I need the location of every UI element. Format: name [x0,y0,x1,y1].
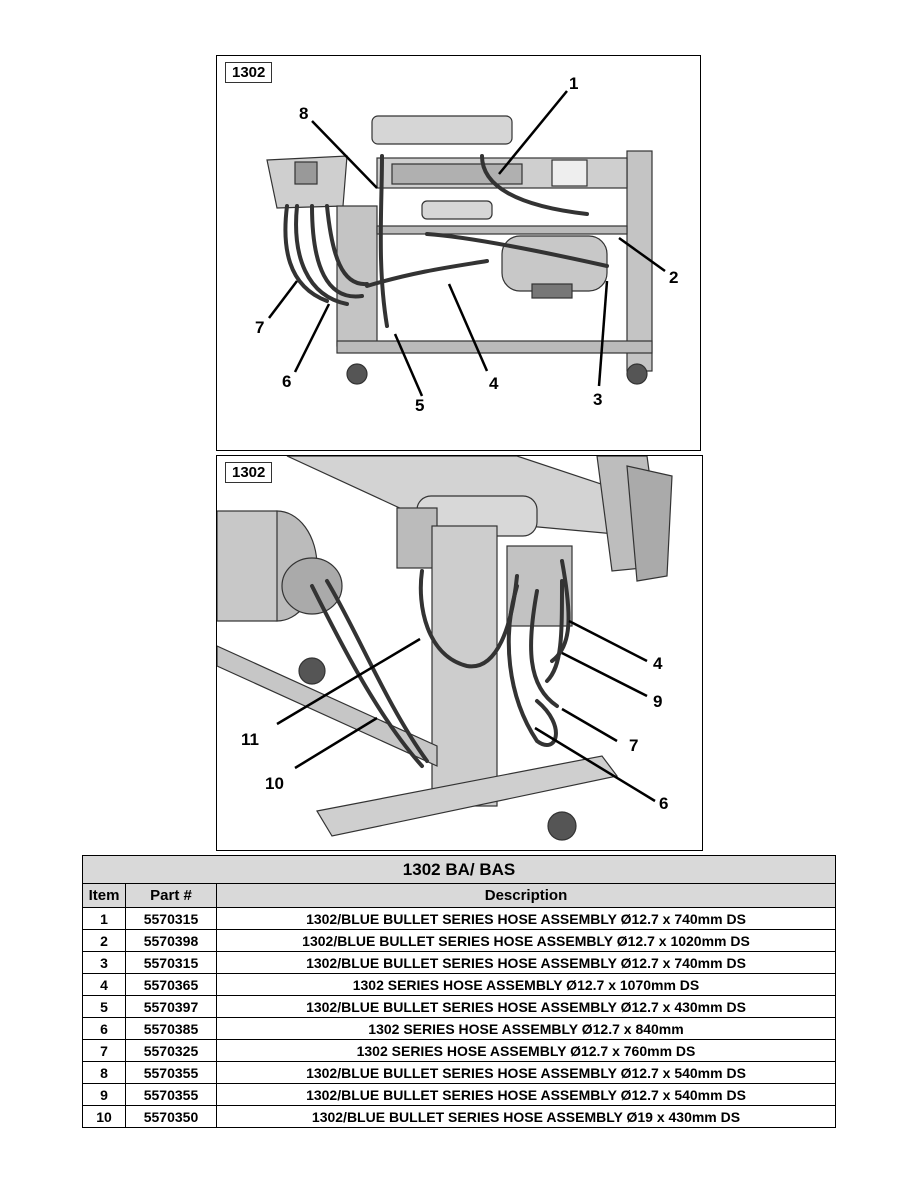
cell-part: 5570325 [125,1039,217,1062]
header-description: Description [216,883,836,908]
cell-item: 4 [82,973,126,996]
cell-description: 1302/BLUE BULLET SERIES HOSE ASSEMBLY Ø1… [216,929,836,952]
callout-7: 7 [629,736,639,755]
cell-item: 9 [82,1083,126,1106]
machine-side-illustration [217,456,673,841]
cell-description: 1302/BLUE BULLET SERIES HOSE ASSEMBLY Ø1… [216,907,836,930]
figure-top-front-view: 1302 1 2 3 4 5 6 7 8 [216,55,701,451]
callout-9: 9 [653,692,663,711]
cell-item: 8 [82,1061,126,1084]
parts-table: 1302 BA/ BAS Item Part # Description 1 5… [82,855,836,1128]
callout-4: 4 [653,654,663,673]
figure-bottom-side-view: 1302 4 9 7 6 11 10 [216,455,703,851]
figure-label: 1302 [225,62,273,83]
cell-description: 1302/BLUE BULLET SERIES HOSE ASSEMBLY Ø1… [216,995,836,1018]
cell-part: 5570398 [125,929,217,952]
table-row: 1 5570315 1302/BLUE BULLET SERIES HOSE A… [82,907,836,930]
cell-part: 5570385 [125,1017,217,1040]
cell-item: 10 [82,1105,126,1128]
cell-item: 5 [82,995,126,1018]
table-row: 8 5570355 1302/BLUE BULLET SERIES HOSE A… [82,1061,836,1084]
callout-11: 11 [241,730,259,749]
cell-part: 5570350 [125,1105,217,1128]
cell-description: 1302/BLUE BULLET SERIES HOSE ASSEMBLY Ø1… [216,1083,836,1106]
cell-part: 5570315 [125,907,217,930]
callout-6: 6 [282,372,292,391]
cell-item: 6 [82,1017,126,1040]
figure-label: 1302 [225,462,273,483]
callout-4: 4 [489,374,499,393]
cell-part: 5570315 [125,951,217,974]
header-item: Item [82,883,126,908]
callout-6: 6 [659,794,669,813]
table-row: 6 5570385 1302 SERIES HOSE ASSEMBLY Ø12.… [82,1017,836,1040]
table-row: 2 5570398 1302/BLUE BULLET SERIES HOSE A… [82,929,836,952]
cell-item: 1 [82,907,126,930]
cell-part: 5570355 [125,1083,217,1106]
callout-8: 8 [299,104,309,123]
table-row: 7 5570325 1302 SERIES HOSE ASSEMBLY Ø12.… [82,1039,836,1062]
cell-part: 5570365 [125,973,217,996]
callout-3: 3 [593,390,603,409]
callout-2: 2 [669,268,679,287]
cell-description: 1302/BLUE BULLET SERIES HOSE ASSEMBLY Ø1… [216,1061,836,1084]
cell-description: 1302/BLUE BULLET SERIES HOSE ASSEMBLY Ø1… [216,1105,836,1128]
cell-item: 7 [82,1039,126,1062]
table-row: 9 5570355 1302/BLUE BULLET SERIES HOSE A… [82,1083,836,1106]
cell-description: 1302/BLUE BULLET SERIES HOSE ASSEMBLY Ø1… [216,951,836,974]
cell-item: 3 [82,951,126,974]
cell-description: 1302 SERIES HOSE ASSEMBLY Ø12.7 x 840mm [216,1017,836,1040]
callout-10: 10 [265,774,284,793]
cell-description: 1302 SERIES HOSE ASSEMBLY Ø12.7 x 1070mm… [216,973,836,996]
table-row: 4 5570365 1302 SERIES HOSE ASSEMBLY Ø12.… [82,973,836,996]
table-row: 3 5570315 1302/BLUE BULLET SERIES HOSE A… [82,951,836,974]
table-title: 1302 BA/ BAS [82,855,836,884]
table-row: 10 5570350 1302/BLUE BULLET SERIES HOSE … [82,1105,836,1128]
cell-description: 1302 SERIES HOSE ASSEMBLY Ø12.7 x 760mm … [216,1039,836,1062]
cell-part: 5570355 [125,1061,217,1084]
machine-front-illustration [266,90,666,397]
cell-item: 2 [82,929,126,952]
callout-1: 1 [569,74,579,93]
cell-part: 5570397 [125,995,217,1018]
callout-7: 7 [255,318,265,337]
header-part: Part # [125,883,217,908]
callout-5: 5 [415,396,425,415]
table-row: 5 5570397 1302/BLUE BULLET SERIES HOSE A… [82,995,836,1018]
